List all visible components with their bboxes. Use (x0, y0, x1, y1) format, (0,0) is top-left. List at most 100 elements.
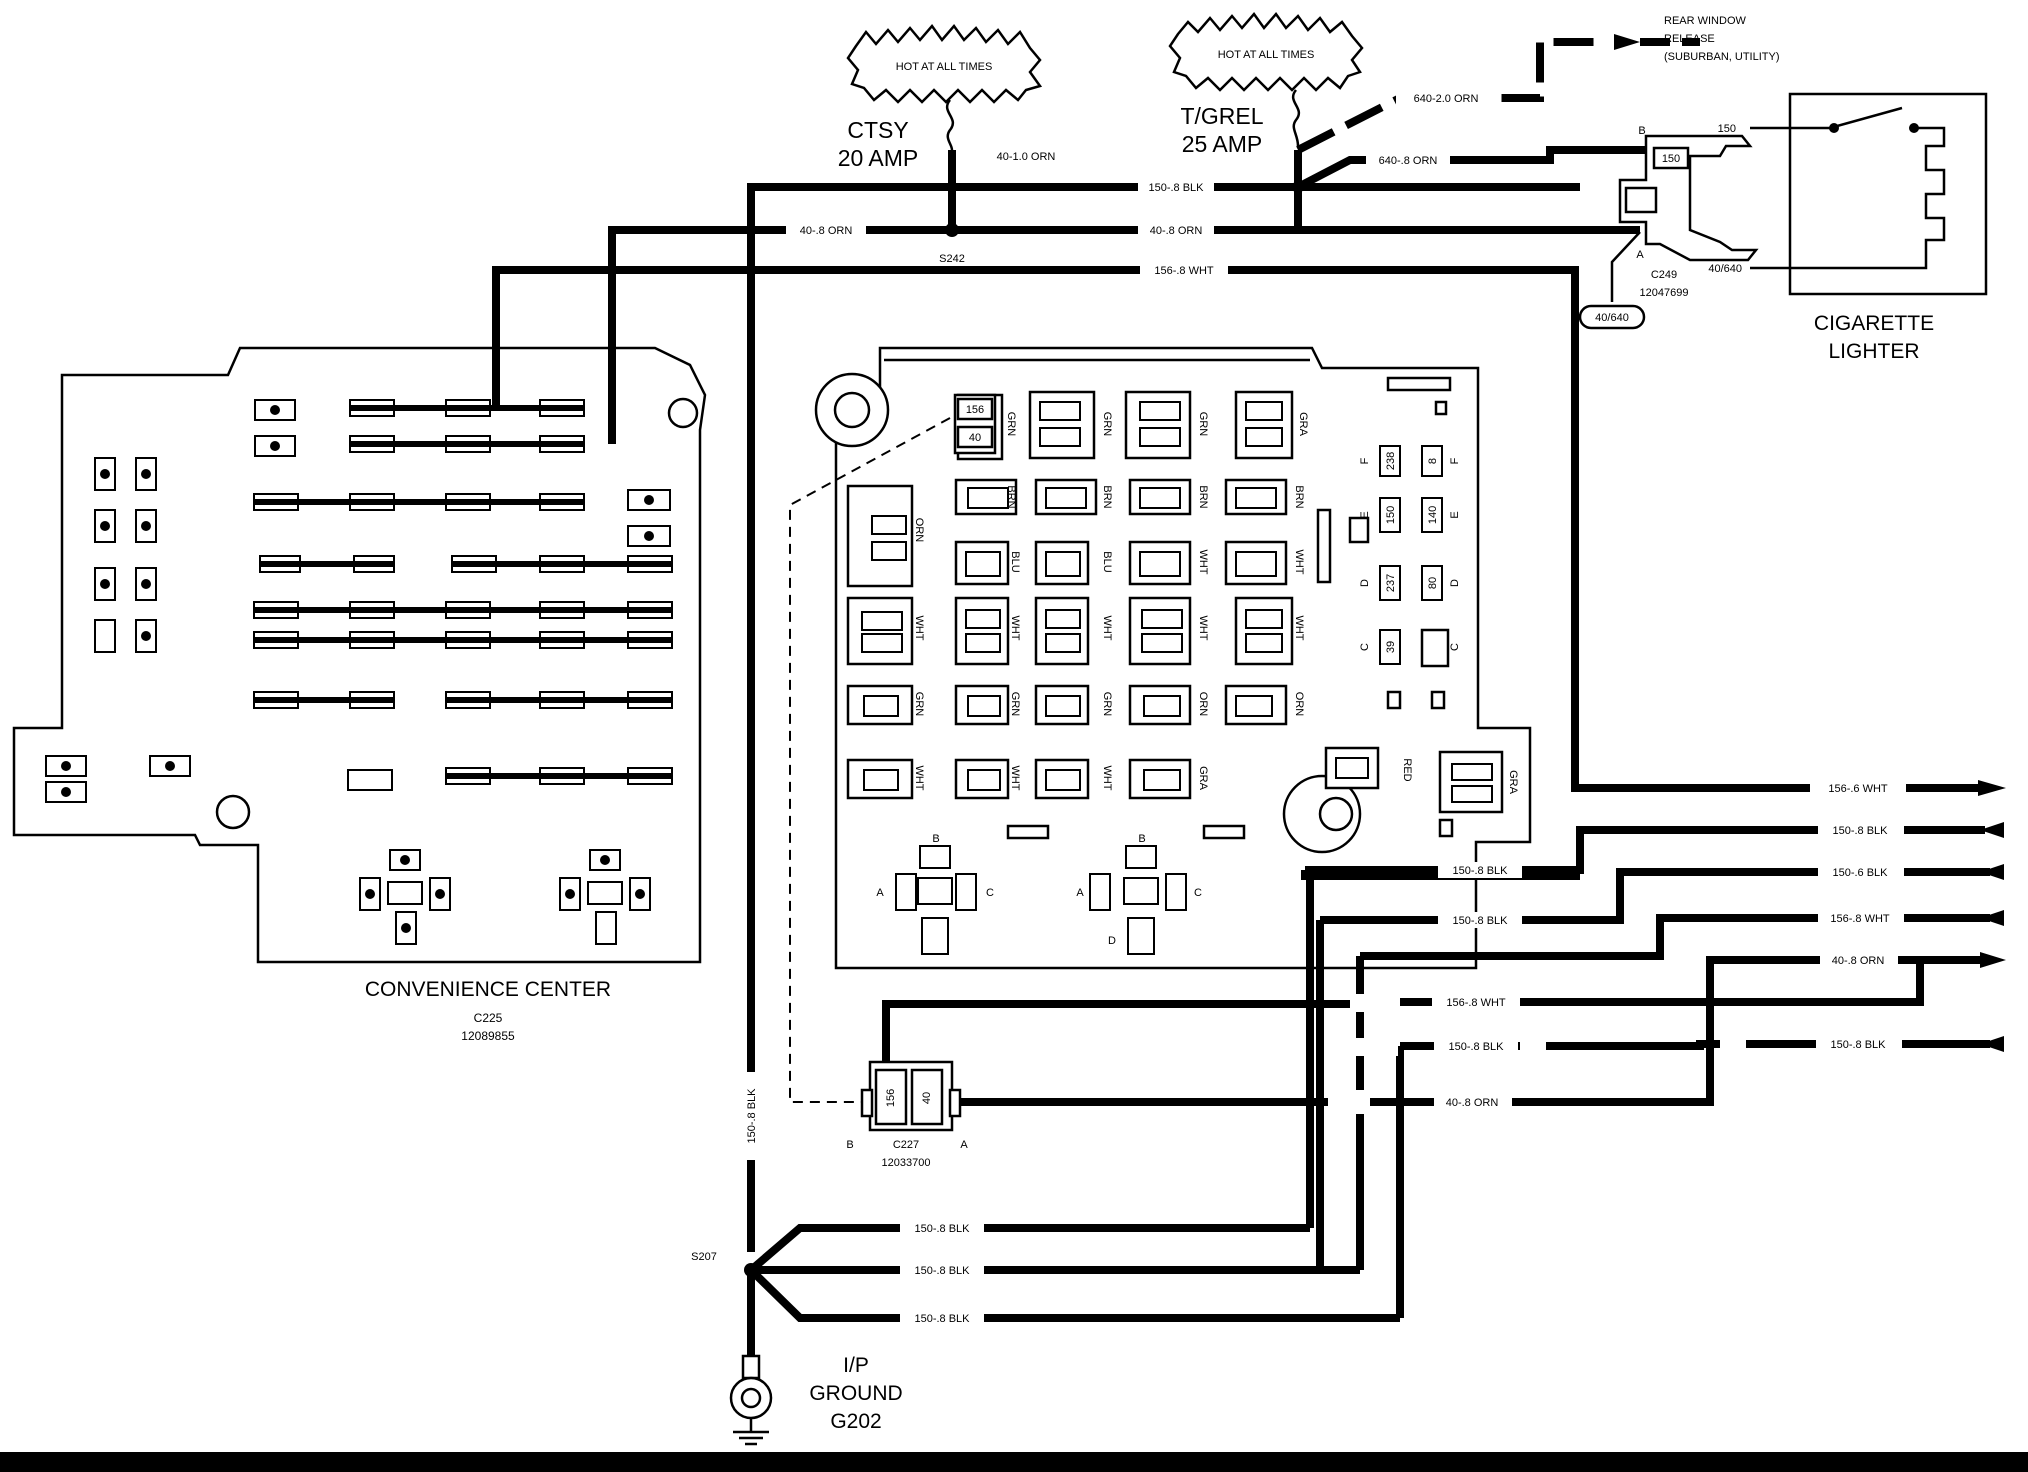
code-orn-1: ORN (913, 518, 925, 543)
code-wht-3: WHT (913, 615, 925, 640)
c249-label: C249 (1651, 269, 1677, 281)
code-blu-1: BLU (1009, 551, 1021, 572)
wire-label-156-wht-top: 156-.8 WHT (1154, 265, 1214, 277)
fuse-238: 238 (1385, 452, 1397, 470)
rear-window-release: REAR WINDOW RELEASE (SUBURBAN, UTILITY) (1664, 15, 1780, 63)
relay2-letter-d: D (1108, 935, 1116, 947)
wire-label-150-blk-right-a: 150-.8 BLK (1832, 825, 1888, 837)
bottom-border-bar (0, 1452, 2028, 1472)
wire-label-156-wht-mid: 156-.8 WHT (1446, 997, 1506, 1009)
code-grn-6: GRN (1101, 692, 1113, 717)
code-wht-7: WHT (1293, 615, 1305, 640)
ctsy-fuse-label: CTSY (847, 117, 908, 143)
relay2-letter-c: C (1194, 887, 1202, 899)
wire-label-150-blk-mid-b: 150-.8 BLK (1452, 915, 1508, 927)
code-grn-4: GRN (913, 692, 925, 717)
code-grn-1: GRN (1005, 412, 1017, 437)
wire-label-640-8-orn: 640-.8 ORN (1379, 155, 1438, 167)
ground-label-2: GROUND (809, 1382, 902, 1405)
code-brn-4: BRN (1293, 485, 1305, 508)
code-wht-6: WHT (1197, 615, 1209, 640)
code-wht-1: WHT (1197, 549, 1209, 574)
c249-pin-150: 150 (1662, 153, 1680, 165)
arrow-heads (1614, 34, 2006, 1052)
c227-pin-b-label: B (846, 1139, 853, 1151)
c227-pin-156: 156 (885, 1089, 897, 1107)
c227-label: C227 (893, 1139, 919, 1151)
wire-label-40-orn-right: 40-.8 ORN (1832, 955, 1885, 967)
dashed-leader-c1-c227 (789, 417, 951, 1103)
wire-label-40-orn-mid: 40-.8 ORN (1150, 225, 1203, 237)
row-letter-d: D (1359, 579, 1371, 587)
code-grn-2: GRN (1101, 412, 1113, 437)
ground-label-1: I/P (843, 1354, 869, 1377)
lighter-body (1788, 92, 1988, 296)
relay1-letter-c: C (986, 887, 994, 899)
relay1-letter-b: B (932, 833, 939, 845)
lighter-pin-150: 150 (1718, 123, 1736, 135)
tgrel-fuse-label: T/GREL (1180, 103, 1263, 129)
arrow-left-156-wht (1980, 910, 2004, 926)
arrow-left-150-blk-c (1980, 1036, 2004, 1052)
rear-window-label-1: REAR WINDOW (1664, 15, 1747, 27)
code-gra-2: GRA (1197, 766, 1209, 791)
wire-label-150-blk-mid-c: 150-.8 BLK (1448, 1041, 1504, 1053)
right-fuse-cells (1379, 445, 1443, 665)
code-wht-10: WHT (1101, 765, 1113, 790)
code-red: RED (1401, 758, 1413, 781)
c1-pin-40: 40 (969, 432, 981, 444)
row-letter-e: E (1359, 511, 1371, 518)
wire-label-40-orn-left: 40-.8 ORN (800, 225, 853, 237)
rear-window-label-2: RELEASE (1664, 33, 1715, 45)
wire-label-40-orn-mid-b: 40-.8 ORN (1446, 1097, 1499, 1109)
fuse-color-codes: GRN GRN GRN GRA ORN BRN BRN BRN BRN BLU … (913, 412, 1519, 795)
wire-label-150-blk-top: 150-.8 BLK (1148, 182, 1204, 194)
c249-pin-b: B (1638, 125, 1645, 137)
c227-pin-40: 40 (921, 1092, 933, 1104)
fuse-237: 237 (1385, 574, 1397, 592)
hot-at-all-times-label-a: HOT AT ALL TIMES (896, 61, 993, 73)
lighter-label-1: CIGARETTE (1814, 312, 1934, 335)
row-letter-c: C (1359, 643, 1371, 651)
fuse-39: 39 (1385, 641, 1397, 653)
code-gra-3: GRA (1507, 770, 1519, 795)
code-wht-4: WHT (1009, 615, 1021, 640)
code-grn-3: GRN (1197, 412, 1209, 437)
hot-at-all-times-a: HOT AT ALL TIMES (846, 23, 1043, 151)
relay1-letter-a: A (876, 887, 884, 899)
wire-label-150-blk-right-c: 150-.8 BLK (1830, 1039, 1886, 1051)
ctsy-fuse-rating: 20 AMP (838, 145, 919, 171)
splice-s242 (945, 223, 959, 237)
ground-label-3: G202 (830, 1410, 881, 1433)
c249-part-number: 12047699 (1640, 287, 1689, 299)
convenience-center: CONVENIENCE CENTER C225 12089855 (12, 346, 707, 1043)
fuse-150: 150 (1385, 506, 1397, 524)
row-letter-e-right: E (1449, 511, 1461, 518)
code-wht-5: WHT (1101, 615, 1113, 640)
splice-s207-label: S207 (691, 1251, 717, 1263)
wire-label-150-blk-ground-c: 150-.8 BLK (914, 1313, 970, 1325)
wire-label-150-blk-ground-a: 150-.8 BLK (914, 1223, 970, 1235)
code-brn-1: BRN (1005, 485, 1017, 508)
cigarette-lighter: 150 40/640 CIGARETTE LIGHTER (1708, 92, 1988, 363)
fuse-8: 8 (1427, 458, 1439, 464)
fuse-140: 140 (1427, 506, 1439, 524)
wire-label-640-2-orn: 640-2.0 ORN (1414, 93, 1479, 105)
ground-g202: I/P GROUND G202 (729, 1354, 903, 1446)
c227-part-number: 12033700 (882, 1157, 931, 1169)
code-gra-1: GRA (1297, 412, 1309, 437)
c249-pin-a: A (1636, 249, 1644, 261)
code-wht-9: WHT (1009, 765, 1021, 790)
wire-label-150-blk-right-b: 150-.6 BLK (1832, 867, 1888, 879)
lighter-pin-40-640: 40/640 (1708, 263, 1742, 275)
fuse-panel: 156 40 238 8 150 140 237 80 39 F F E E D… (814, 346, 1532, 970)
lighter-label-2: LIGHTER (1828, 340, 1919, 363)
arrow-right-156-wht (1978, 780, 2006, 796)
relay2-letter-b: B (1138, 833, 1145, 845)
code-grn-5: GRN (1009, 692, 1021, 717)
row-letter-d-right: D (1449, 579, 1461, 587)
connector-c227: 156 40 B A C227 12033700 (846, 1060, 968, 1169)
wire-label-150-blk-mid-a: 150-.8 BLK (1452, 865, 1508, 877)
c227-pin-a-label: A (960, 1139, 968, 1151)
